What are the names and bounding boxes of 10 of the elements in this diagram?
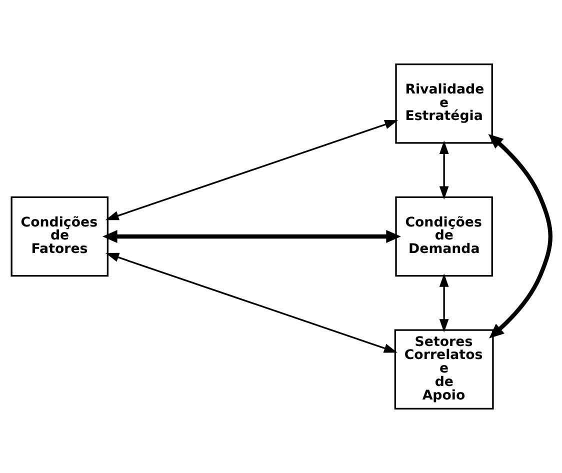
arrow (102, 230, 401, 243)
arrow (488, 134, 552, 338)
node-box: Setores Correlatos e de Apoio (394, 329, 494, 410)
node-box: Rivalidade e Estratégia (395, 64, 493, 144)
arrow (439, 140, 449, 200)
node-box: Condições de Fatores (10, 196, 109, 277)
node-box: Condições de Demanda (395, 196, 493, 277)
arrow (439, 273, 449, 332)
arrow (105, 120, 398, 220)
arrow (106, 252, 398, 353)
